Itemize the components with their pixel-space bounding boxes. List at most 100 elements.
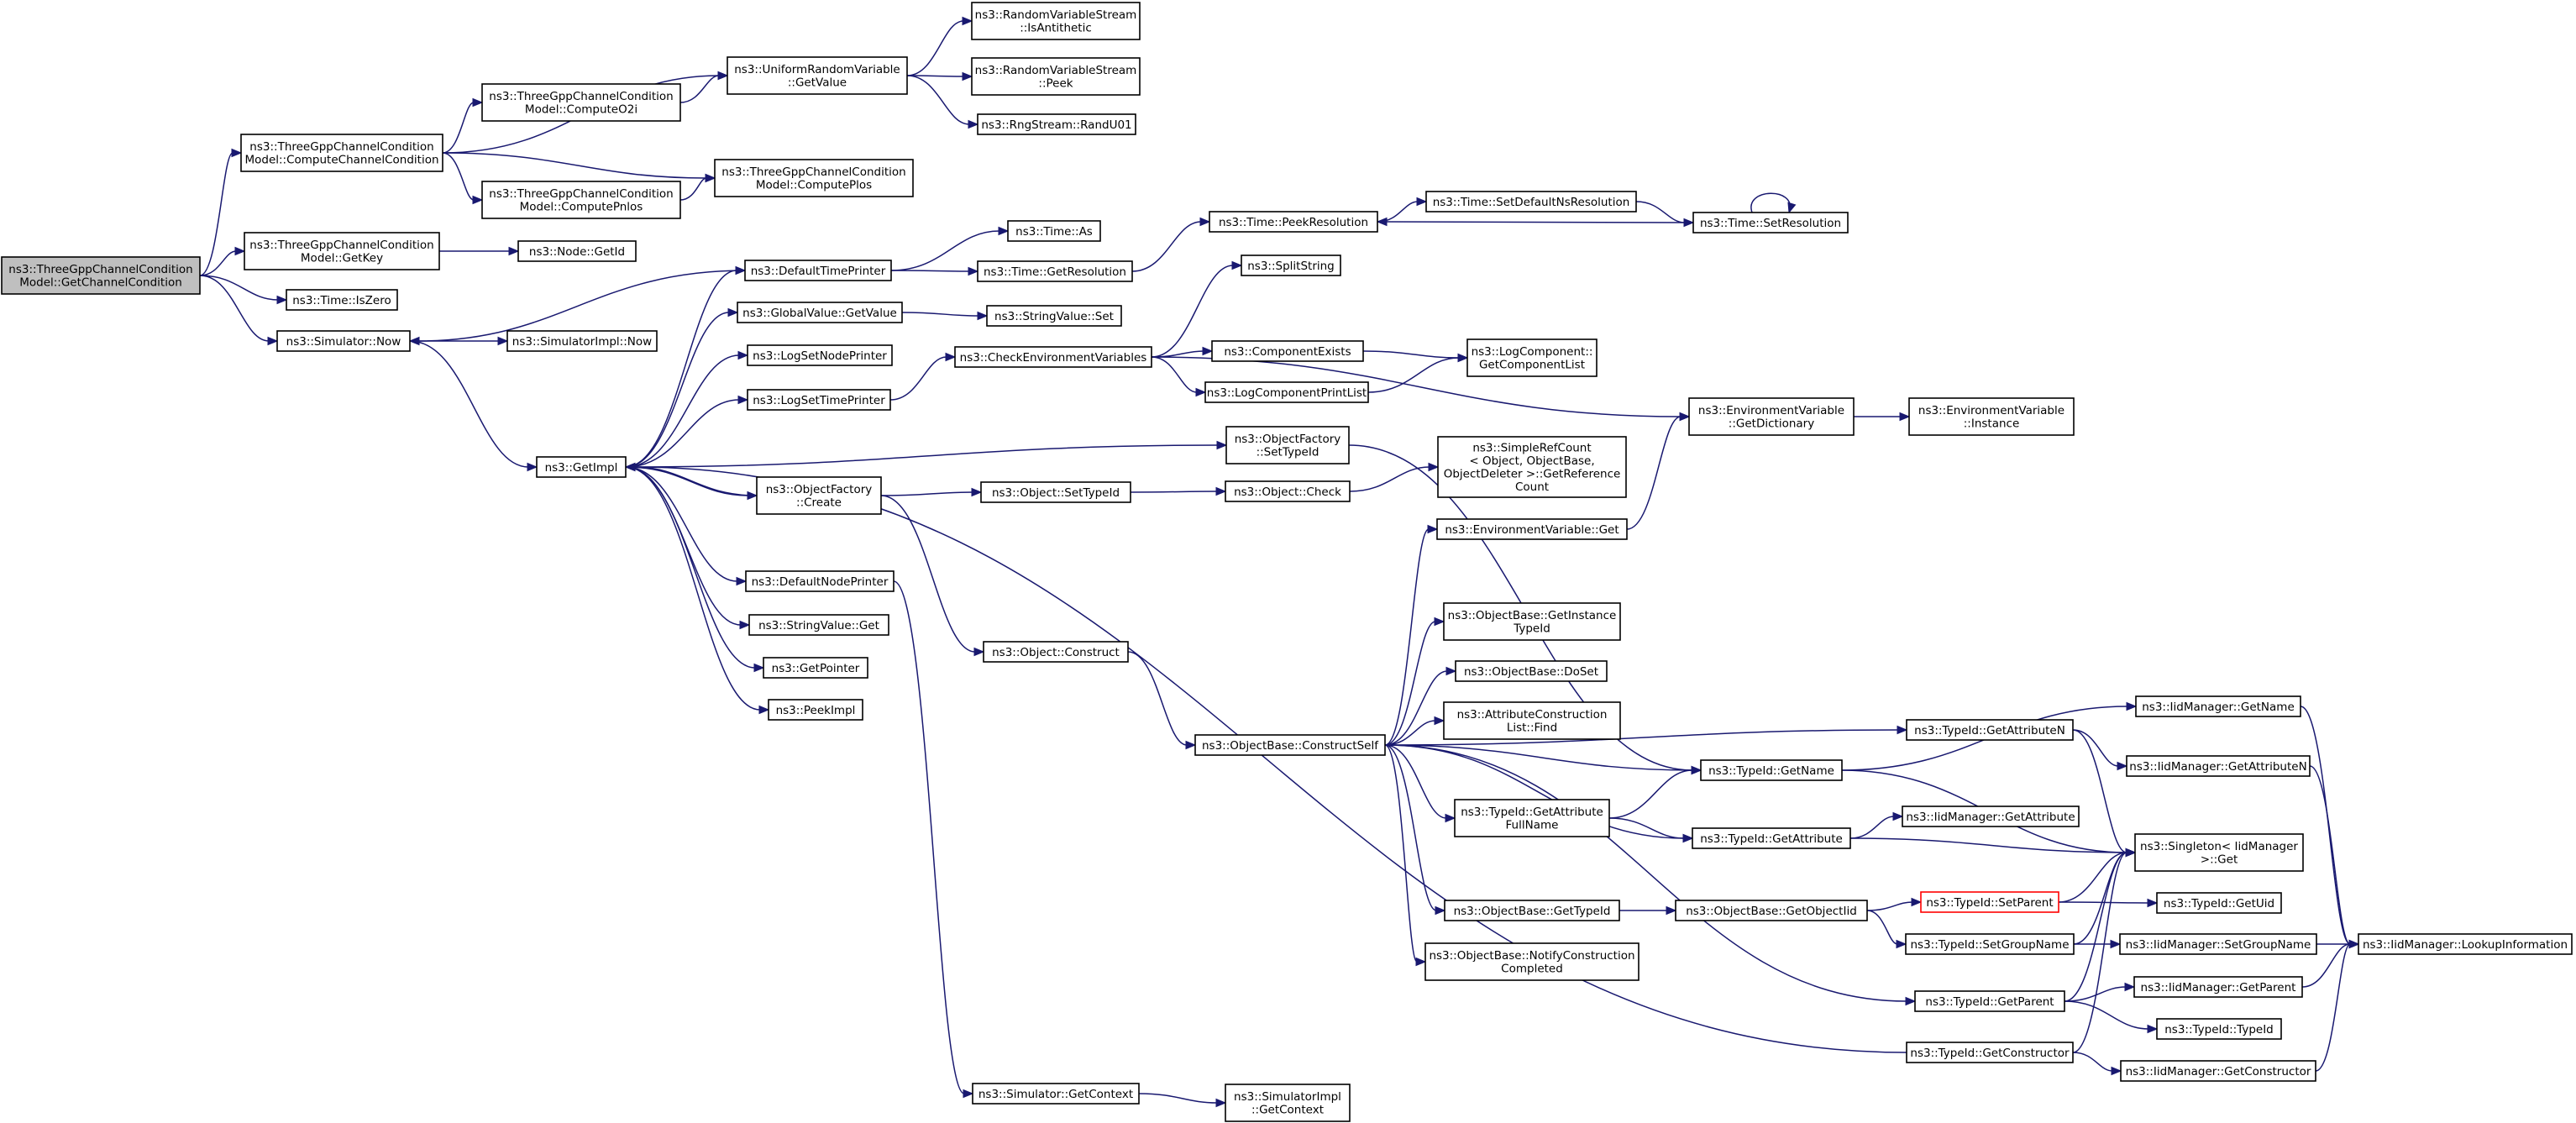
edge-arrowhead xyxy=(1199,217,1211,227)
node-tidsetparent[interactable]: ns3::TypeId::SetParent xyxy=(1920,891,2059,913)
node-nodegetid[interactable]: ns3::Node::GetId xyxy=(517,240,637,262)
node-lcpl[interactable]: ns3::LogComponentPrintList xyxy=(1204,381,1369,403)
edge-line xyxy=(1362,350,1460,359)
node-compexists[interactable]: ns3::ComponentExists xyxy=(1211,340,1364,362)
node-o2i[interactable]: ns3::ThreeGppChannelConditionModel::Comp… xyxy=(481,83,681,122)
node-box xyxy=(1424,942,1640,981)
node-pnlos[interactable]: ns3::ThreeGppChannelConditionModel::Comp… xyxy=(481,181,681,219)
node-tidtid[interactable]: ns3::TypeId::TypeId xyxy=(2156,1018,2282,1040)
edge-line xyxy=(2315,943,2351,1072)
edge-line xyxy=(1866,901,1913,911)
edge-getimpl-getpointer xyxy=(625,466,765,673)
node-svget[interactable]: ns3::StringValue::Get xyxy=(748,614,889,636)
node-tidgp[interactable]: ns3::TypeId::GetParent xyxy=(1914,990,2065,1012)
node-setdefns[interactable]: ns3::Time::SetDefaultNsResolution xyxy=(1425,191,1637,213)
node-tidgetattr[interactable]: ns3::TypeId::GetAttribute xyxy=(1692,827,1851,849)
node-iidgc[interactable]: ns3::IidManager::GetConstructor xyxy=(2120,1060,2316,1082)
node-objconstruct[interactable]: ns3::Object::Construct xyxy=(983,641,1129,663)
node-isanti[interactable]: ns3::RandomVariableStream::IsAntithetic xyxy=(971,2,1141,40)
node-splitstr[interactable]: ns3::SplitString xyxy=(1241,255,1341,276)
node-svset[interactable]: ns3::StringValue::Set xyxy=(986,305,1122,327)
node-cev[interactable]: ns3::CheckEnvironmentVariables xyxy=(954,346,1152,368)
node-tidsgn[interactable]: ns3::TypeId::SetGroupName xyxy=(1905,933,2075,955)
node-tidgc[interactable]: ns3::TypeId::GetConstructor xyxy=(1906,1042,2074,1063)
node-getimpl[interactable]: ns3::GetImpl xyxy=(536,456,627,478)
node-settimeres[interactable]: ns3::Time::SetResolution xyxy=(1692,212,1849,234)
node-timeas[interactable]: ns3::Time::As xyxy=(1007,220,1101,242)
edge-getimpl-svget xyxy=(625,466,751,630)
node-peek[interactable]: ns3::RandomVariableStream::Peek xyxy=(971,57,1141,96)
node-ofsettid[interactable]: ns3::ObjectFactory::SetTypeId xyxy=(1225,426,1350,464)
node-iszero[interactable]: ns3::Time::IsZero xyxy=(286,289,398,311)
edge-line xyxy=(1384,744,1418,963)
node-iidgp[interactable]: ns3::IidManager::GetParent xyxy=(2133,976,2303,998)
node-urv[interactable]: ns3::UniformRandomVariable::GetValue xyxy=(727,56,908,95)
node-getres[interactable]: ns3::Time::GetResolution xyxy=(977,260,1133,282)
node-iidgetname[interactable]: ns3::IidManager::GetName xyxy=(2135,695,2301,717)
node-gvgv[interactable]: ns3::GlobalValue::GetValue xyxy=(737,302,903,323)
node-singleton[interactable]: ns3::Singleton< IidManager >::Get xyxy=(2134,833,2304,872)
node-objsettid[interactable]: ns3::Object::SetTypeId xyxy=(980,481,1131,503)
node-box xyxy=(756,476,882,515)
node-simgetctx[interactable]: ns3::Simulator::GetContext xyxy=(972,1083,1140,1105)
node-label: ns3::IidManager::GetAttributeN xyxy=(2129,760,2306,774)
node-obgoid[interactable]: ns3::ObjectBase::GetObjectIid xyxy=(1675,900,1868,921)
node-envgetdict[interactable]: ns3::EnvironmentVariable::GetDictionary xyxy=(1688,397,1855,436)
node-box xyxy=(517,240,637,262)
node-label: ns3::GetImpl xyxy=(545,461,618,475)
node-getpointer[interactable]: ns3::GetPointer xyxy=(763,657,868,679)
node-tidgetname[interactable]: ns3::TypeId::GetName xyxy=(1700,759,1843,781)
edge-line xyxy=(906,75,970,125)
edge-arrowhead xyxy=(2124,982,2136,992)
node-iidsgn[interactable]: ns3::IidManager::SetGroupName xyxy=(2119,933,2317,955)
edge-arrowhead xyxy=(2147,898,2159,908)
node-ofcreate[interactable]: ns3::ObjectFactory::Create xyxy=(756,476,882,515)
node-simnow[interactable]: ns3::Simulator::Now xyxy=(276,330,411,352)
node-iidgan[interactable]: ns3::IidManager::GetAttributeN xyxy=(2126,755,2311,777)
edge-arrowhead xyxy=(945,352,957,362)
node-lsnp[interactable]: ns3::LogSetNodePrinter xyxy=(747,344,893,366)
node-objcheck[interactable]: ns3::Object::Check xyxy=(1225,480,1351,502)
node-box xyxy=(1906,1042,2074,1063)
node-peekimpl[interactable]: ns3::PeekImpl xyxy=(768,699,863,721)
node-lookup[interactable]: ns3::IidManager::LookupInformation xyxy=(2358,933,2573,955)
node-obgtid[interactable]: ns3::ObjectBase::GetTypeId xyxy=(1444,900,1620,921)
edge-line xyxy=(625,466,756,669)
node-randu01[interactable]: ns3::RngStream::RandU01 xyxy=(977,113,1136,135)
node-obcs[interactable]: ns3::ObjectBase::ConstructSelf xyxy=(1194,734,1386,756)
node-lstp[interactable]: ns3::LogSetTimePrinter xyxy=(747,389,891,411)
node-simimplctx[interactable]: ns3::SimulatorImpl::GetContext xyxy=(1225,1084,1351,1122)
edge-pnlos-pplos xyxy=(679,173,716,201)
node-iidgetattr[interactable]: ns3::IidManager::GetAttribute xyxy=(1902,806,2080,827)
node-lcgcl[interactable]: ns3::LogComponent::GetComponentList xyxy=(1466,338,1598,377)
node-tidgan[interactable]: ns3::TypeId::GetAttributeN xyxy=(1906,719,2074,741)
node-peekres[interactable]: ns3::Time::PeekResolution xyxy=(1209,211,1378,233)
node-box xyxy=(1204,381,1369,403)
node-tidgetuid[interactable]: ns3::TypeId::GetUid xyxy=(2156,892,2282,914)
node-label: List::Find xyxy=(1507,722,1557,735)
node-root[interactable]: ns3::ThreeGppChannelConditionModel::GetC… xyxy=(1,256,201,295)
node-obdoset[interactable]: ns3::ObjectBase::DoSet xyxy=(1455,660,1608,682)
node-simimplnow[interactable]: ns3::SimulatorImpl::Now xyxy=(506,330,658,352)
node-envget[interactable]: ns3::EnvironmentVariable::Get xyxy=(1436,518,1628,540)
node-label: ns3::SplitString xyxy=(1247,260,1335,273)
node-label: Completed xyxy=(1501,963,1563,976)
node-dtp[interactable]: ns3::DefaultTimePrinter xyxy=(744,260,892,281)
edge-arrowhead xyxy=(1905,996,1917,1006)
node-pplos[interactable]: ns3::ThreeGppChannelConditionModel::Comp… xyxy=(714,159,914,197)
edge-arrowhead xyxy=(1427,524,1439,534)
node-srcgrc[interactable]: ns3::SimpleRefCount< Object, ObjectBase,… xyxy=(1437,436,1627,498)
edge-envgetdict-envinst xyxy=(1854,412,1911,422)
edge-arrowhead xyxy=(2126,701,2138,711)
node-obncc[interactable]: ns3::ObjectBase::NotifyConstructionCompl… xyxy=(1424,942,1640,981)
node-getkey[interactable]: ns3::ThreeGppChannelConditionModel::GetK… xyxy=(244,232,440,270)
node-label: ns3::TypeId::SetGroupName xyxy=(1910,938,2069,952)
edge-getimpl-gvgv xyxy=(625,307,739,468)
node-label: ns3::Time::SetResolution xyxy=(1700,217,1841,230)
node-dnp[interactable]: ns3::DefaultNodePrinter xyxy=(745,570,895,592)
node-envinst[interactable]: ns3::EnvironmentVariable::Instance xyxy=(1908,397,2075,436)
node-ccc[interactable]: ns3::ThreeGppChannelConditionModel::Comp… xyxy=(240,134,443,172)
